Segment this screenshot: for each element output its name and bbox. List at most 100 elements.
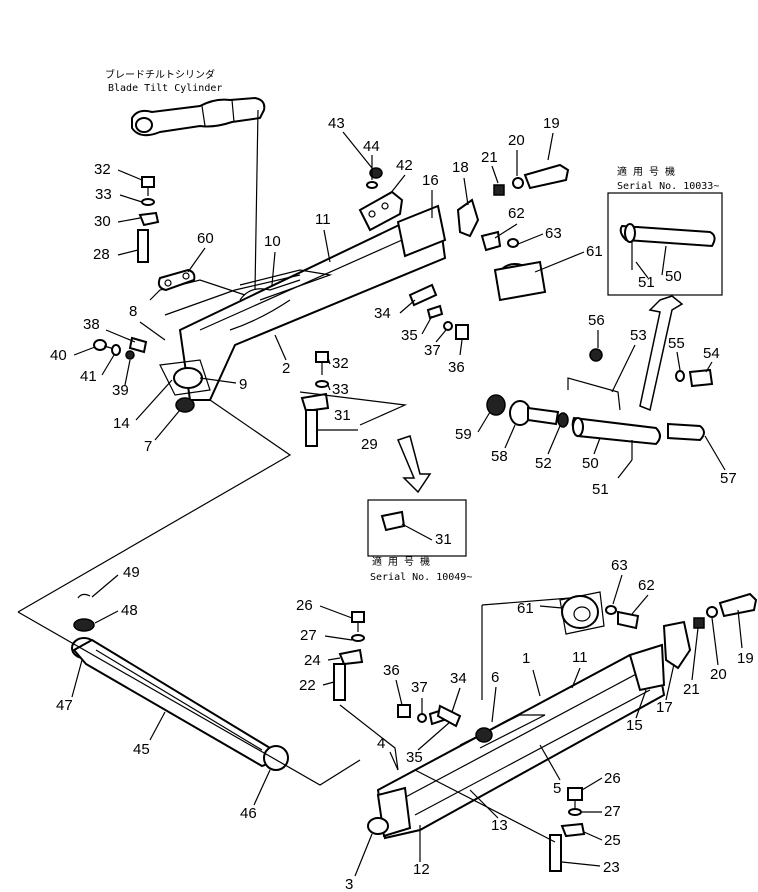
- part-label: 39: [112, 382, 129, 399]
- part-label: 26: [296, 597, 313, 614]
- part-label: 50: [665, 268, 682, 285]
- part-label: 27: [604, 803, 621, 820]
- part-label: 43: [328, 115, 345, 132]
- part-label: 50: [582, 455, 599, 472]
- part-label: 44: [363, 138, 380, 155]
- part-label: 17: [656, 699, 673, 716]
- part-label: 34: [374, 305, 391, 322]
- part-label: 27: [300, 627, 317, 644]
- part-label: 11: [572, 649, 588, 666]
- part-label: 53: [630, 327, 647, 344]
- part-label: 4: [377, 735, 385, 752]
- part-label: 32: [332, 355, 349, 372]
- bolt-stack-lower-right: [549, 787, 586, 872]
- pin-34-group: [408, 283, 469, 340]
- part-label: 22: [299, 677, 316, 694]
- lower-frame: [367, 643, 666, 840]
- blade-tilt-cylinder: [131, 96, 266, 291]
- part-label: 9: [239, 376, 247, 393]
- guard-10: [239, 269, 333, 301]
- part-label: 61: [586, 243, 603, 260]
- flange-61-group: [480, 230, 547, 302]
- part-label: 18: [452, 159, 469, 176]
- part-label: 35: [401, 327, 418, 344]
- part-label: 6: [491, 669, 499, 686]
- cylinder-45: [71, 593, 289, 771]
- part-label: 57: [720, 470, 737, 487]
- part-label: 32: [94, 161, 111, 178]
- part-label: 60: [197, 230, 214, 247]
- serial-caption-2-en: Serial No. 10049~: [370, 572, 472, 583]
- part-label: 51: [638, 274, 655, 291]
- bolt-group-38-41: [93, 336, 148, 360]
- part-label: 31: [435, 531, 452, 548]
- part-label: 40: [50, 347, 67, 364]
- part-label: 31: [334, 407, 351, 424]
- inset-box-50: [607, 192, 723, 296]
- part-label: 11: [315, 211, 331, 228]
- part-label: 41: [80, 368, 97, 385]
- bolt-stack-upper-left: [137, 176, 160, 263]
- part-label: 21: [481, 149, 498, 166]
- part-label: 62: [638, 577, 655, 594]
- part-label: 61: [517, 600, 534, 617]
- part-label: 52: [535, 455, 552, 472]
- part-label: 63: [611, 557, 628, 574]
- part-labels: 43 44 42 16 18 21 20 19 62 63 61 32 33 3…: [50, 115, 754, 892]
- bracket-18-group: [456, 163, 570, 238]
- part-label: 37: [411, 679, 428, 696]
- flange-61-lower-group: [481, 591, 640, 700]
- part-label: 5: [553, 780, 561, 797]
- part-label: 13: [491, 817, 508, 834]
- part-label: 55: [668, 335, 685, 352]
- leader-line-bottom: [17, 611, 361, 786]
- blade-tilt-caption-en: Blade Tilt Cylinder: [108, 83, 222, 94]
- blade-tilt-caption-jp: ブレードチルトシリンダ: [105, 68, 215, 81]
- link-plate-60: [157, 268, 196, 292]
- part-label: 1: [522, 650, 530, 667]
- part-label: 45: [133, 741, 150, 758]
- part-label: 47: [56, 697, 73, 714]
- part-label: 16: [422, 172, 439, 189]
- part-label: 23: [603, 859, 620, 876]
- inset-box-31: [367, 499, 467, 557]
- part-label: 2: [282, 360, 290, 377]
- serial-caption-1-jp: 適 用 号 機: [617, 165, 675, 178]
- bolt-stack-middle: [299, 351, 408, 447]
- part-label: 26: [604, 770, 621, 787]
- ball-joint-lower: [475, 727, 493, 743]
- arrow-up-icon: [639, 295, 684, 412]
- part-label: 21: [683, 681, 700, 698]
- part-label: 46: [240, 805, 257, 822]
- part-label: 8: [129, 303, 137, 320]
- leader-lines: [71, 131, 743, 877]
- bolt-stack-lower-left: [333, 611, 399, 771]
- part-label: 36: [448, 359, 465, 376]
- part-label: 20: [710, 666, 727, 683]
- part-label: 38: [83, 316, 100, 333]
- part-label: 34: [450, 670, 467, 687]
- part-label: 20: [508, 132, 525, 149]
- bracket-42-group: [358, 167, 404, 232]
- ball-joint-upper: [159, 359, 211, 413]
- part-label: 19: [543, 115, 560, 132]
- part-label: 24: [304, 652, 321, 669]
- part-label: 42: [396, 157, 413, 174]
- bracket-17-group: [662, 592, 758, 670]
- part-label: 33: [95, 186, 112, 203]
- shaft-50-group: [486, 394, 705, 460]
- part-label: 15: [626, 717, 643, 734]
- leader-line-lower-right: [414, 769, 556, 843]
- serial-caption-2-jp: 適 用 号 機: [372, 555, 430, 568]
- part-label: 25: [604, 832, 621, 849]
- bar-53-group: [567, 348, 714, 411]
- part-label: 19: [737, 650, 754, 667]
- part-label: 36: [383, 662, 400, 679]
- upper-frame: [149, 204, 447, 401]
- part-label: 49: [123, 564, 140, 581]
- part-label: 48: [121, 602, 138, 619]
- part-label: 14: [113, 415, 130, 432]
- part-label: 35: [406, 749, 423, 766]
- part-label: 59: [455, 426, 472, 443]
